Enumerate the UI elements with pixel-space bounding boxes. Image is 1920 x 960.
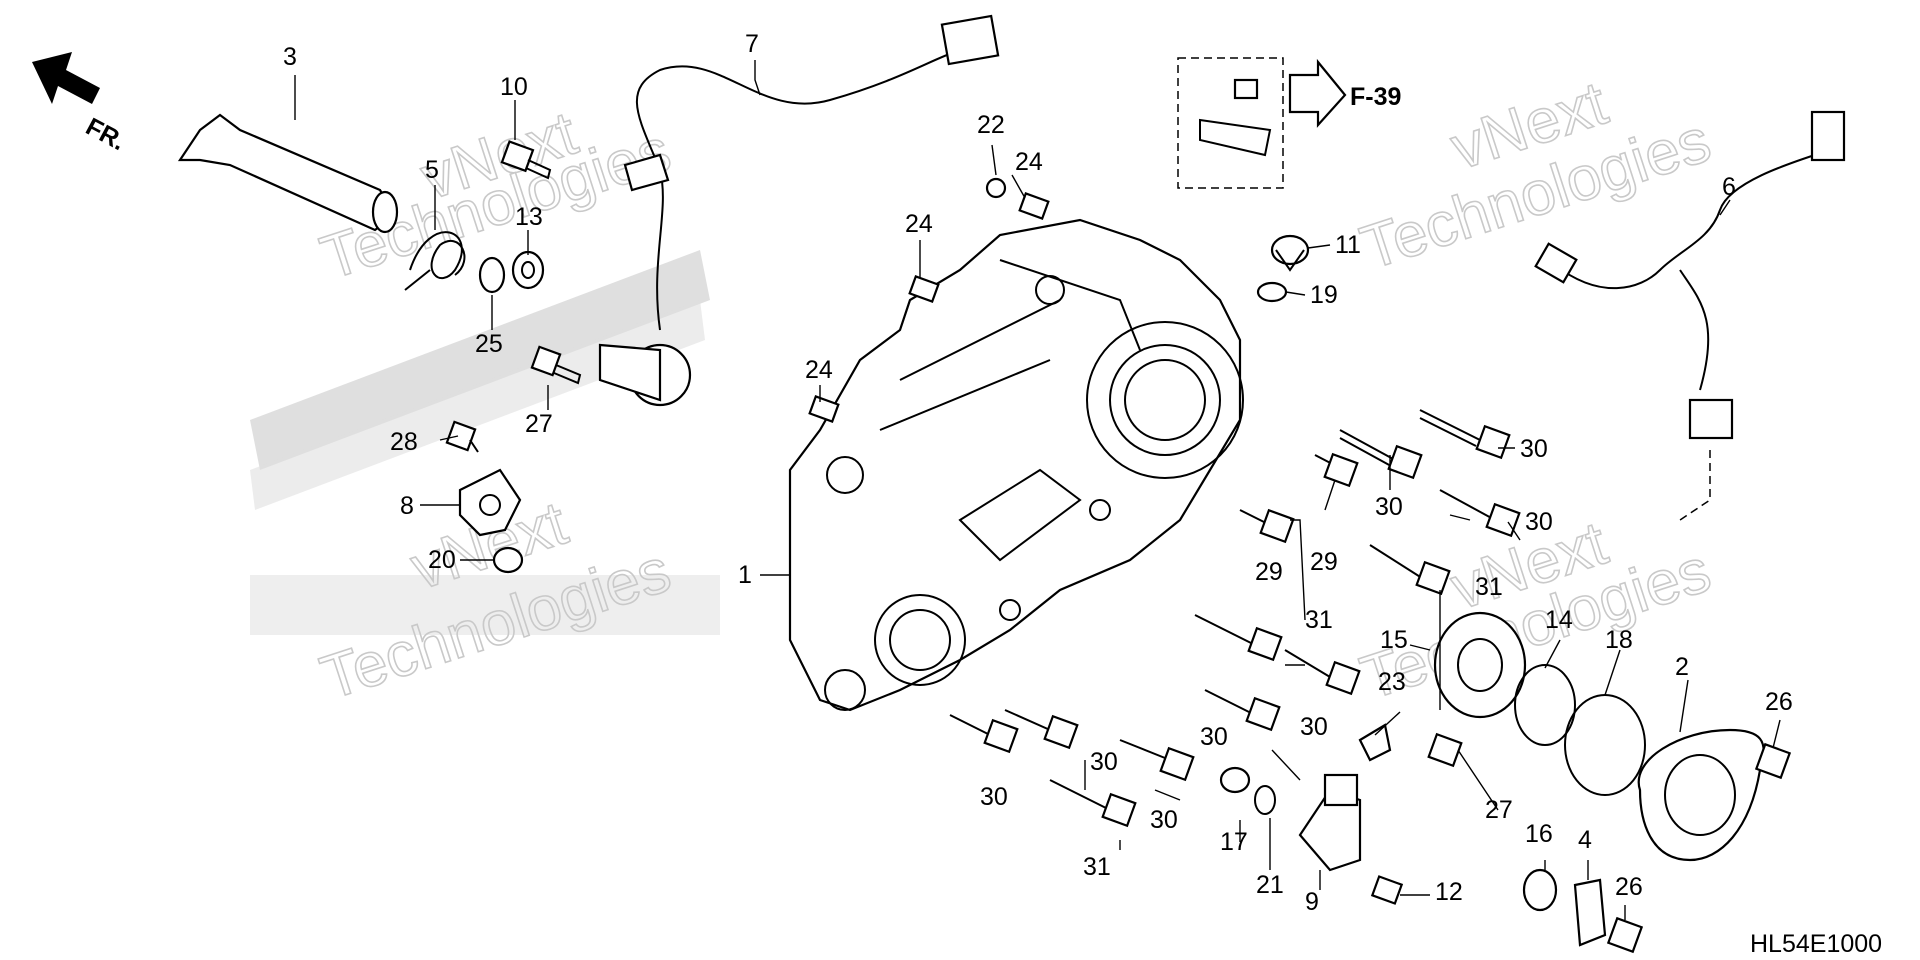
callout-31: 31	[1305, 606, 1333, 634]
callout-21: 21	[1256, 871, 1284, 899]
crankcase-cover	[788, 218, 1244, 712]
callout-27: 27	[1485, 796, 1513, 824]
wire-harness-6	[1534, 110, 1846, 521]
plug-11	[1270, 234, 1310, 272]
washer-22	[985, 177, 1007, 199]
bolt-10	[500, 140, 552, 180]
callout-29: 29	[1255, 558, 1283, 586]
direction-label: FR.	[81, 113, 130, 157]
callout-1: 1	[738, 561, 752, 589]
callout-8: 8	[400, 492, 414, 520]
o-ring-21	[1254, 785, 1276, 815]
sensor-connector	[598, 343, 692, 407]
callout-19: 19	[1310, 281, 1338, 309]
callout-20: 20	[428, 546, 456, 574]
callout-16: 16	[1525, 820, 1553, 848]
callout-30: 30	[1525, 508, 1553, 536]
sensor-8	[458, 468, 522, 537]
o-ring-19	[1256, 281, 1288, 303]
washer-13	[511, 250, 545, 290]
return-spring	[404, 231, 466, 291]
o-ring-18	[1564, 694, 1646, 796]
callout-22: 22	[977, 111, 1005, 139]
bolt-27-left	[530, 345, 582, 385]
callout-31: 31	[1083, 853, 1111, 881]
circlip-25	[478, 256, 506, 294]
bolt-28	[445, 420, 479, 453]
callout-4: 4	[1578, 826, 1592, 854]
callout-14: 14	[1545, 606, 1573, 634]
sensor-9	[1298, 773, 1362, 872]
front-direction-arrow: FR.	[32, 52, 130, 156]
background-logo	[250, 250, 720, 635]
callout-24: 24	[905, 210, 933, 238]
callout-13: 13	[515, 203, 543, 231]
seal-16	[1522, 868, 1558, 912]
callout-15: 15	[1380, 626, 1408, 654]
callout-12: 12	[1435, 878, 1463, 906]
wire-harness-7	[598, 14, 1000, 407]
callout-31: 31	[1475, 573, 1503, 601]
shift-shaft	[177, 113, 399, 234]
bolt-26-lower	[1606, 916, 1644, 954]
callout-26: 26	[1765, 688, 1793, 716]
reference-label: F-39	[1350, 83, 1401, 111]
callout-9: 9	[1305, 888, 1319, 916]
diagram-code: HL54E1000	[1750, 930, 1882, 958]
callout-29: 29	[1310, 548, 1338, 576]
callout-17: 17	[1220, 828, 1248, 856]
callout-26: 26	[1615, 873, 1643, 901]
reference-box: F-39	[1177, 57, 1401, 189]
bolt-26-upper	[1754, 742, 1792, 780]
callout-18: 18	[1605, 626, 1633, 654]
cover-2	[1637, 728, 1765, 862]
bolt-27-right	[1427, 732, 1463, 768]
circlip-14	[1514, 664, 1576, 746]
callout-30: 30	[1090, 748, 1118, 776]
callout-2: 2	[1675, 653, 1689, 681]
callout-30: 30	[1200, 723, 1228, 751]
bearing-15	[1433, 611, 1527, 719]
callouts: 3 5 7 10 13 25 27 28 8 20 1 22 24 24 24 …	[283, 30, 1793, 916]
callout-6: 6	[1722, 173, 1736, 201]
callout-25: 25	[475, 330, 503, 358]
o-ring-20	[492, 546, 524, 574]
callout-7: 7	[745, 30, 759, 58]
leader-lines	[294, 60, 1781, 920]
dowel-pin-24-b	[908, 275, 940, 303]
front-arrow-icon	[32, 52, 100, 104]
clamp-23	[1358, 723, 1392, 762]
callout-3: 3	[283, 43, 297, 71]
bolt-12	[1370, 875, 1404, 905]
dowel-pin-24-c	[808, 395, 840, 423]
callout-30: 30	[1375, 493, 1403, 521]
callout-30: 30	[1520, 435, 1548, 463]
callout-24: 24	[805, 356, 833, 384]
callout-28: 28	[390, 428, 418, 456]
callout-5: 5	[425, 156, 439, 184]
callout-30: 30	[1300, 713, 1328, 741]
callout-24: 24	[1015, 148, 1043, 176]
callout-27: 27	[525, 410, 553, 438]
callout-30: 30	[980, 783, 1008, 811]
dowel-pin-24-a	[1018, 192, 1050, 220]
clamp-4	[1573, 878, 1607, 947]
washer-17	[1219, 766, 1251, 794]
callout-23: 23	[1378, 668, 1406, 696]
callout-11: 11	[1335, 231, 1361, 259]
callout-10: 10	[500, 73, 528, 101]
callout-30: 30	[1150, 806, 1178, 834]
